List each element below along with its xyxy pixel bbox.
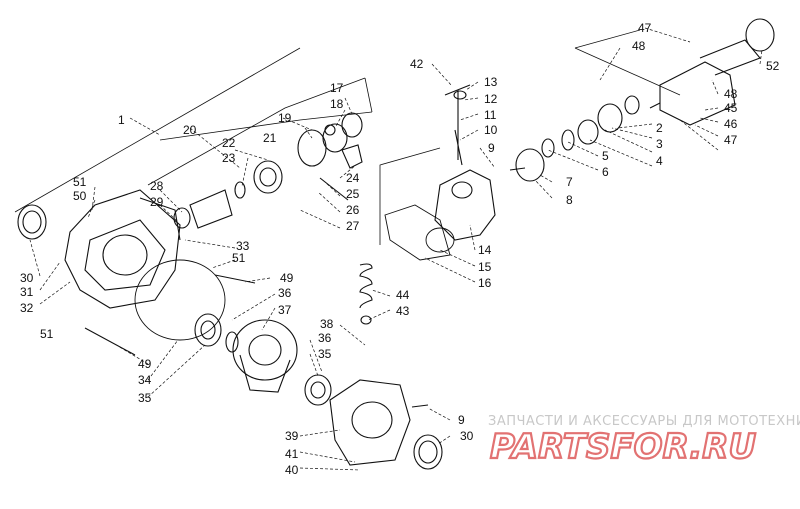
part-label-9b: 9 — [458, 413, 465, 427]
part-label-46: 46 — [724, 117, 738, 131]
part-label-11: 11 — [484, 108, 497, 122]
part-label-7: 7 — [566, 175, 573, 189]
part-label-45: 45 — [724, 101, 738, 115]
part-label-42: 42 — [410, 57, 424, 71]
part-label-9a: 9 — [488, 141, 495, 155]
part-label-21: 21 — [263, 131, 277, 145]
part-label-10: 10 — [484, 123, 498, 137]
part-label-36b: 36 — [318, 331, 332, 345]
part-label-2: 2 — [656, 121, 663, 135]
part-label-27: 27 — [346, 219, 360, 233]
part-label-48b: 48 — [724, 87, 738, 101]
part-label-51a: 51 — [73, 175, 87, 189]
part-label-35a: 35 — [138, 391, 152, 405]
part-label-38: 38 — [320, 317, 334, 331]
part-label-3: 3 — [656, 137, 663, 151]
part-label-23: 23 — [222, 151, 236, 165]
part-label-22: 22 — [222, 136, 236, 150]
part-label-20: 20 — [183, 123, 197, 137]
part-label-8: 8 — [566, 193, 573, 207]
part-label-44: 44 — [396, 288, 410, 302]
part-label-15: 15 — [478, 260, 492, 274]
part-label-47a: 47 — [638, 21, 652, 35]
part-label-37: 37 — [278, 303, 292, 317]
part-label-51b: 51 — [232, 251, 246, 265]
part-label-13: 13 — [484, 75, 498, 89]
part-label-16: 16 — [478, 276, 492, 290]
part-label-14: 14 — [478, 243, 492, 257]
part-label-4: 4 — [656, 154, 663, 168]
part-label-5: 5 — [602, 149, 609, 163]
part-label-43: 43 — [396, 304, 410, 318]
part-label-30b: 30 — [460, 429, 474, 443]
part-label-47b: 47 — [724, 133, 738, 147]
part-label-40: 40 — [285, 463, 299, 477]
part-label-39: 39 — [285, 429, 299, 443]
part-label-25: 25 — [346, 187, 360, 201]
part-label-33: 33 — [236, 239, 250, 253]
part-label-52: 52 — [766, 59, 780, 73]
part-label-51c: 51 — [40, 327, 54, 341]
part-label-41: 41 — [285, 447, 299, 461]
watermark-logo: PARTSFOR.RU — [490, 427, 756, 467]
part-label-12: 12 — [484, 92, 498, 106]
part-label-24: 24 — [346, 171, 360, 185]
part-label-31: 31 — [20, 285, 34, 299]
watermark-tagline: ЗАПЧАСТИ И АКСЕССУАРЫ ДЛЯ МОТОТЕХНИКИ — [488, 414, 800, 429]
part-label-49a: 49 — [280, 271, 294, 285]
part-label-30a: 30 — [20, 271, 34, 285]
part-label-32: 32 — [20, 301, 34, 315]
part-label-36a: 36 — [278, 286, 292, 300]
part-label-50: 50 — [73, 189, 87, 203]
part-label-17: 17 — [330, 81, 344, 95]
part-label-48a: 48 — [632, 39, 646, 53]
part-label-6: 6 — [602, 165, 609, 179]
part-label-35b: 35 — [318, 347, 332, 361]
part-label-26: 26 — [346, 203, 360, 217]
part-label-19: 19 — [278, 111, 292, 125]
part-label-34: 34 — [138, 373, 152, 387]
part-label-29: 29 — [150, 195, 164, 209]
part-label-28: 28 — [150, 179, 164, 193]
part-label-49b: 49 — [138, 357, 152, 371]
part-label-18: 18 — [330, 97, 344, 111]
part-label-1: 1 — [118, 113, 125, 127]
